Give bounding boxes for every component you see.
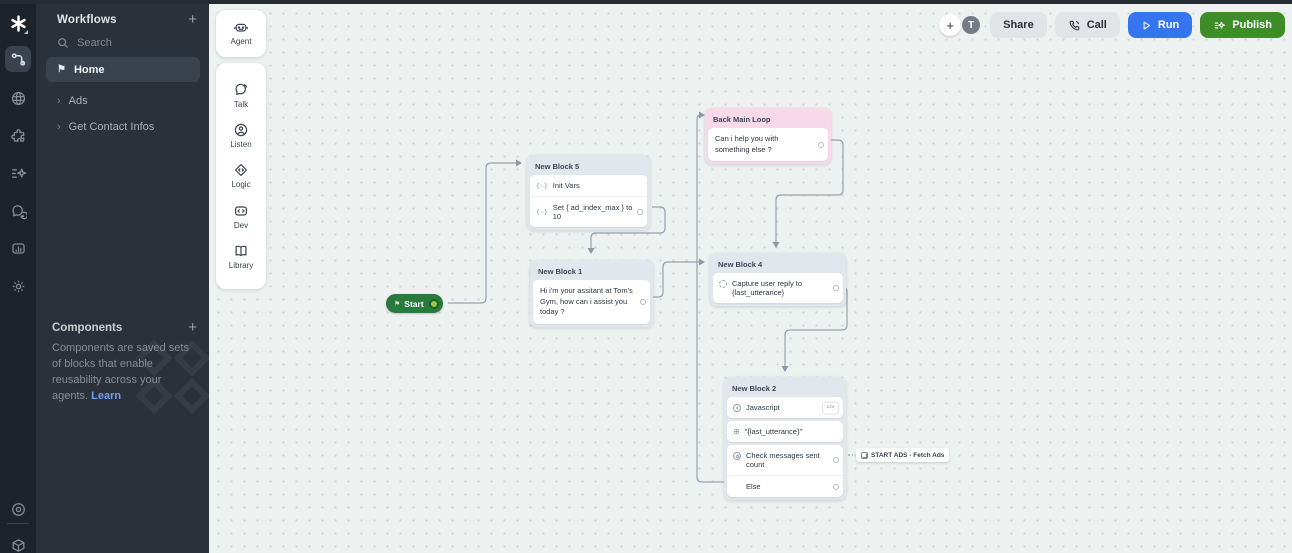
search-icon bbox=[58, 38, 68, 48]
start-label: Start bbox=[404, 298, 424, 309]
chevron-right-icon: › bbox=[57, 120, 61, 133]
step-init-vars[interactable]: {-} Init Vars bbox=[536, 181, 580, 190]
block-title: New Block 2 bbox=[732, 384, 777, 393]
step-condition[interactable]: Check messages sent count bbox=[727, 445, 843, 475]
open-code-editor-button[interactable]: </> bbox=[822, 401, 839, 414]
start-output-port[interactable] bbox=[429, 298, 439, 309]
sidebar-item-label: Home bbox=[73, 63, 105, 76]
rail-settings-icon[interactable] bbox=[5, 273, 31, 299]
add-workflow-button[interactable]: + bbox=[188, 11, 197, 28]
block-title: Back Main Loop bbox=[713, 115, 771, 124]
block-new-block-1[interactable]: New Block 1 Hi i'm your assitant at Tom'… bbox=[530, 260, 653, 327]
toolbar-item-library[interactable]: Library bbox=[229, 243, 253, 270]
block-title: New Block 1 bbox=[538, 267, 583, 276]
rail-workflows-icon[interactable] bbox=[5, 46, 31, 72]
sidebar-item-get-contact-infos[interactable]: › Get Contact Infos bbox=[46, 114, 200, 139]
topbar-controls: + T Share Call Run Publish bbox=[939, 12, 1285, 38]
javascript-icon bbox=[733, 403, 741, 412]
output-port[interactable] bbox=[637, 209, 643, 215]
block-new-block-4[interactable]: New Block 4 Capture user reply to {last_… bbox=[710, 253, 846, 306]
window-top-strip bbox=[0, 0, 1292, 4]
rail-target-icon[interactable] bbox=[5, 496, 31, 522]
rail-knowledge-icon[interactable] bbox=[5, 85, 31, 111]
phone-icon bbox=[1069, 20, 1079, 30]
toolbar-item-logic[interactable]: Logic bbox=[231, 162, 251, 189]
prompt-icon: ⊕ bbox=[733, 426, 740, 436]
avatar[interactable]: T bbox=[960, 14, 983, 36]
add-component-button[interactable]: + bbox=[188, 319, 197, 336]
rail-conversations-icon[interactable] bbox=[5, 198, 31, 224]
components-description: Components are saved sets of blocks that… bbox=[52, 342, 189, 402]
block-title: New Block 5 bbox=[535, 162, 580, 171]
workflow-search-input[interactable]: Search bbox=[57, 37, 112, 49]
start-flag-icon: ⚑ bbox=[394, 300, 401, 308]
search-label: Search bbox=[77, 37, 112, 49]
step-javascript[interactable]: Javascript </> bbox=[727, 397, 843, 418]
block-new-block-2[interactable]: New Block 2 Javascript </> ⊕ "{last_utte… bbox=[724, 377, 846, 500]
rail-divider bbox=[7, 523, 29, 524]
block-title: New Block 4 bbox=[718, 260, 763, 269]
block-back-main-loop[interactable]: Back Main Loop Can i help you with somet… bbox=[705, 108, 831, 164]
rail-workspace-icon[interactable] bbox=[5, 532, 31, 553]
set-variable-icon: {-} bbox=[536, 208, 548, 216]
workflow-link-icon bbox=[861, 451, 868, 459]
step-prompt[interactable]: ⊕ "{last_utterance}" bbox=[733, 426, 803, 436]
workflows-panel: Workflows + Search ⚑ Home › Ads › Get Co… bbox=[36, 0, 211, 553]
listen-icon bbox=[234, 124, 248, 137]
sidebar-item-label: Get Contact Infos bbox=[68, 120, 155, 133]
rail-integrations-icon[interactable] bbox=[5, 123, 31, 149]
invite-collaborator-button[interactable]: + bbox=[939, 14, 962, 36]
workflows-title: Workflows bbox=[57, 13, 117, 26]
condition-icon bbox=[733, 452, 741, 460]
workflow-link-chip[interactable]: START ADS - Fetch Ads bbox=[856, 448, 950, 462]
publish-sparkle-icon bbox=[1215, 21, 1226, 29]
step-message[interactable]: Can i help you with something else ? bbox=[708, 128, 828, 161]
logo-icon[interactable] bbox=[5, 10, 31, 36]
logic-icon bbox=[235, 164, 247, 177]
capture-icon bbox=[719, 280, 727, 288]
workspace-switcher-icon bbox=[24, 30, 28, 34]
learn-link[interactable]: Learn bbox=[91, 389, 122, 402]
talk-icon bbox=[235, 83, 248, 96]
dev-icon bbox=[234, 206, 248, 216]
library-icon bbox=[235, 245, 247, 256]
start-node[interactable]: ⚑ Start bbox=[386, 294, 443, 313]
call-button[interactable]: Call bbox=[1054, 12, 1120, 38]
step-capture[interactable]: Capture user reply to {last_utterance} bbox=[713, 273, 843, 303]
app-rail bbox=[0, 0, 36, 553]
components-title: Components bbox=[52, 321, 123, 334]
toolbar-item-talk[interactable]: Talk bbox=[233, 82, 249, 109]
rail-analytics-icon[interactable] bbox=[5, 235, 31, 261]
toolbar-item-listen[interactable]: Listen bbox=[230, 122, 252, 149]
sidebar-item-home[interactable]: ⚑ Home bbox=[46, 57, 200, 82]
sidebar-item-label: Ads bbox=[68, 94, 88, 107]
play-icon bbox=[1143, 21, 1150, 29]
output-port[interactable] bbox=[640, 298, 646, 305]
toolbar-item-dev[interactable]: Dev bbox=[233, 203, 249, 230]
sidebar-item-ads[interactable]: › Ads bbox=[46, 88, 200, 113]
agent-robot-icon bbox=[234, 23, 248, 32]
output-port-condition[interactable] bbox=[833, 457, 839, 463]
step-else[interactable]: Else bbox=[727, 475, 843, 497]
step-set-variable[interactable]: {-} Set { ad_index_max } to 10 bbox=[530, 196, 647, 227]
toolbar-blocks-card: Talk Listen Logic Dev bbox=[216, 63, 266, 289]
run-button[interactable]: Run bbox=[1127, 12, 1193, 38]
toolbar-agent-card: Agent bbox=[216, 10, 266, 57]
share-button[interactable]: Share bbox=[990, 12, 1047, 38]
output-port-else[interactable] bbox=[833, 483, 839, 490]
chevron-right-icon: › bbox=[57, 94, 61, 107]
publish-button[interactable]: Publish bbox=[1200, 12, 1285, 38]
rail-ai-features-icon[interactable] bbox=[5, 160, 31, 186]
output-port[interactable] bbox=[833, 285, 839, 291]
set-variable-icon: {-} bbox=[536, 181, 548, 190]
step-message[interactable]: Hi i'm your assitant at Tom's Gym, how c… bbox=[533, 280, 650, 324]
home-flag-icon: ⚑ bbox=[57, 64, 66, 75]
output-port[interactable] bbox=[818, 141, 824, 148]
toolbar-item-agent[interactable]: Agent bbox=[231, 21, 251, 46]
block-new-block-5[interactable]: New Block 5 {-} Init Vars {-} Set { ad_i… bbox=[527, 155, 650, 230]
